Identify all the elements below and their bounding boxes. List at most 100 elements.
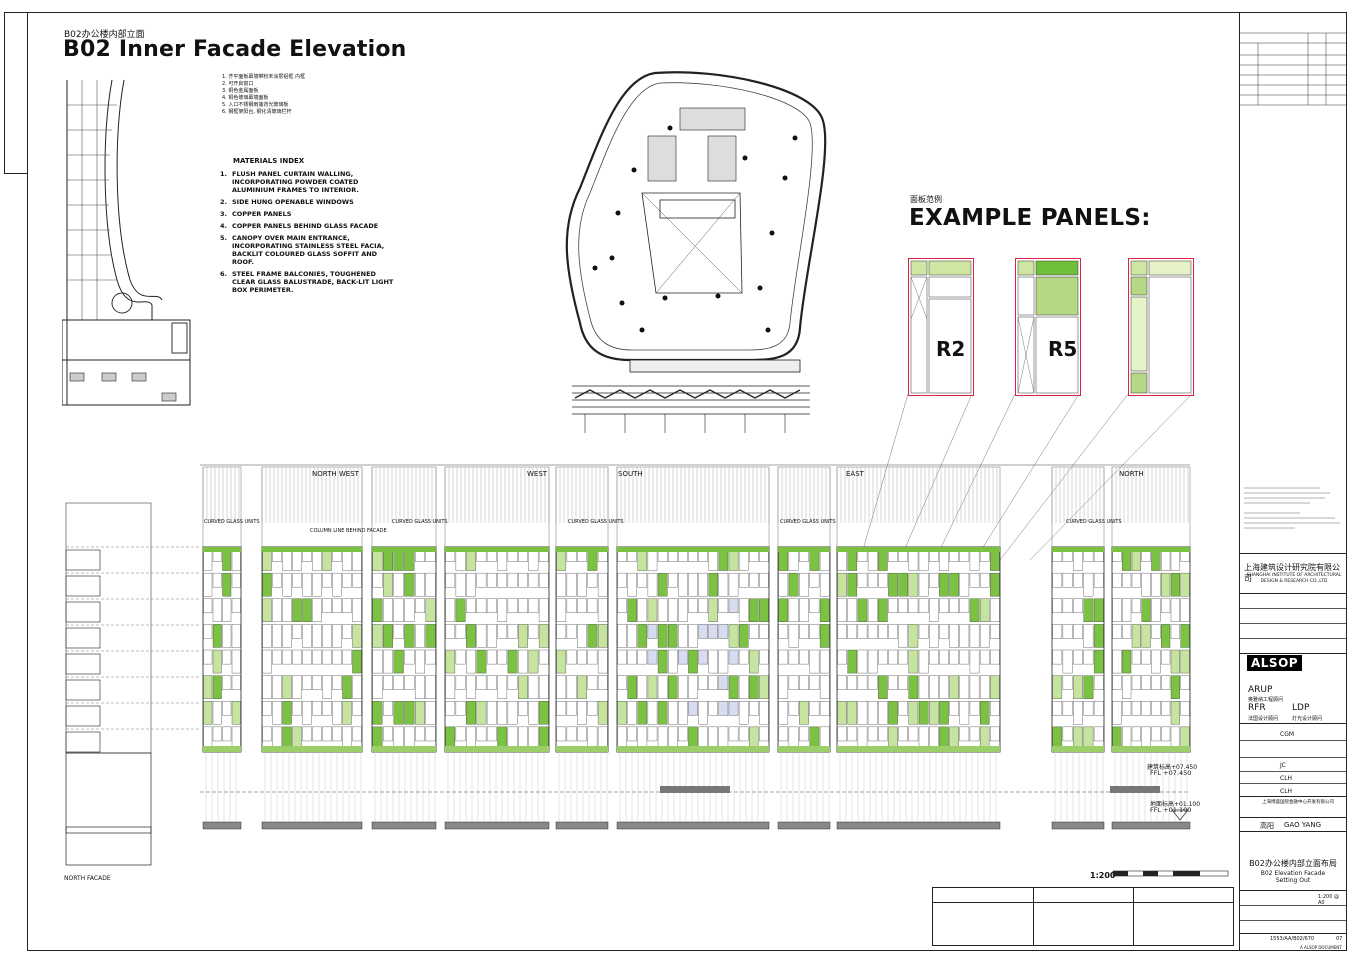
facade-panel — [212, 598, 222, 622]
facade-panel — [597, 649, 608, 674]
materials-cn-3: 3. 铜色金属面板 — [222, 88, 259, 94]
facade-panel — [212, 701, 222, 725]
facade-panel — [382, 726, 394, 742]
facade-panel — [918, 624, 929, 639]
facade-panel — [809, 675, 820, 690]
facade-panel — [538, 624, 549, 648]
facade-panel — [497, 649, 508, 665]
facade-panel — [969, 598, 980, 622]
example-panels-title: EXAMPLE PANELS: — [909, 205, 1151, 231]
facade-panel — [837, 675, 847, 690]
north-facade-label: NORTH FACADE — [64, 875, 111, 882]
facade-panel — [708, 675, 719, 690]
facade-panel — [577, 572, 587, 597]
facade-panel — [688, 701, 698, 716]
panel-3-grid — [1130, 260, 1192, 394]
facade-panel — [718, 649, 729, 674]
facade-panel — [507, 598, 518, 614]
facade-panel — [878, 726, 888, 742]
facade-panel — [231, 598, 241, 614]
facade-panel — [1062, 624, 1073, 639]
facade-panel — [1151, 726, 1161, 742]
facade-panel — [1073, 572, 1083, 588]
facade-panel — [262, 572, 272, 597]
facade-panel — [1062, 675, 1073, 690]
facade-panel — [1083, 701, 1094, 716]
facade-panel — [203, 598, 213, 614]
facade-segment — [444, 546, 550, 753]
facade-panel — [352, 649, 362, 674]
facade-panel — [1151, 649, 1161, 674]
left-margin-strip — [4, 12, 28, 174]
facade-panel — [678, 572, 688, 597]
checker-name: CGM — [1280, 731, 1295, 738]
facade-panel — [302, 649, 312, 665]
facade-panel — [949, 701, 959, 716]
facade-bottom-band — [1052, 746, 1104, 752]
facade-panel — [698, 598, 708, 614]
facade-panel — [332, 572, 342, 597]
panel-r2-grid — [910, 260, 972, 394]
facade-panel — [1141, 675, 1151, 690]
facade-panel — [262, 675, 272, 699]
facade-panel — [959, 598, 970, 614]
facade-panel — [799, 726, 809, 742]
facade-panel — [688, 675, 698, 699]
facade-panel — [538, 572, 549, 588]
facade-top-band — [837, 547, 1000, 552]
facade-panel — [929, 598, 939, 622]
facade-panel — [231, 572, 241, 588]
facade-panel — [486, 624, 497, 648]
facade-panel — [908, 701, 919, 725]
facade-panel — [627, 726, 637, 742]
facade-panel — [203, 701, 213, 725]
facade-panel — [949, 572, 959, 597]
facade-panel — [302, 598, 312, 622]
subtitle-cn: B02办公楼内部立面 — [64, 30, 145, 40]
firm-name-cn: 上海建筑设计研究院有限公司 — [1244, 563, 1340, 583]
facade-panel — [577, 701, 587, 725]
section-room — [65, 679, 101, 701]
facade-panel — [718, 572, 729, 597]
facade-panel — [929, 701, 939, 725]
cad-name: CLH — [1280, 788, 1293, 795]
facade-panel — [1141, 701, 1151, 716]
facade-panel — [466, 675, 476, 699]
facade-panel — [847, 649, 858, 674]
facade-panel — [212, 649, 222, 674]
direction-north-west: NORTH WEST — [312, 470, 359, 478]
facade-panel — [1112, 701, 1122, 725]
facade-panel — [282, 649, 292, 665]
facade-panel — [1093, 675, 1104, 690]
facade-panel — [538, 649, 549, 665]
facade-panel — [759, 649, 769, 665]
facade-panel — [898, 701, 908, 716]
facade-bottom-band — [445, 746, 549, 752]
facade-panel — [718, 598, 729, 614]
facade-panel — [819, 675, 830, 699]
facade-panel — [857, 701, 868, 725]
facade-panel — [788, 701, 799, 716]
facade-panel — [949, 598, 959, 614]
facade-panel — [759, 701, 769, 725]
facade-panel — [778, 701, 789, 725]
facade-panel — [878, 598, 888, 622]
facade-panel — [809, 572, 820, 588]
facade-panel — [837, 598, 847, 622]
facade-panel — [929, 624, 939, 648]
facade-panel — [566, 624, 577, 639]
north-facade-base — [65, 752, 152, 834]
facade-panel — [414, 675, 426, 699]
facade-panel — [1170, 649, 1180, 674]
facade-panel — [455, 649, 466, 665]
facade-panel — [466, 598, 476, 614]
facade-panel — [1052, 649, 1063, 665]
level2-label: FFL +01.100 — [1150, 806, 1192, 814]
facade-panel — [647, 701, 658, 725]
facade-panel — [393, 624, 404, 639]
facade-panel — [837, 649, 847, 665]
facade-top-band — [1112, 547, 1190, 552]
facade-panel — [222, 649, 232, 665]
facade-panel — [292, 649, 302, 665]
base-slab — [202, 821, 242, 830]
